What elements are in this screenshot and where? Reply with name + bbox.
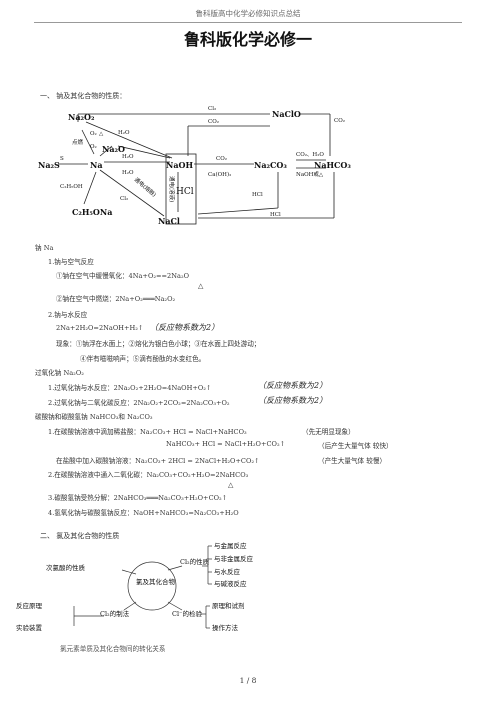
mind-apparatus: 实验装置	[16, 623, 43, 632]
carbonate-2: 2.在碳酸钠溶液中通入二氧化碳：Na₂CO₃+CO₂+H₂O=2NaHCO₃	[48, 471, 249, 479]
label-co2-right: CO₂	[334, 118, 345, 124]
peroxide-heading: 过氧化钠 Na₂O₂	[35, 369, 84, 377]
item-2-eq: 2Na+2H₂O=2NaOH+H₂↑	[56, 324, 144, 332]
carbonate-3-delta: △	[228, 481, 234, 489]
carbonate-1-line3: 在盐酸中加入碳酸钠溶液：Na₂CO₃+ 2HCl = 2NaCl+H₂O+CO₂…	[56, 457, 260, 465]
mind-hclo: 次氯酸的性质	[46, 563, 86, 572]
label-co2-top: CO₂	[208, 119, 219, 125]
peroxide-1: 1.过氧化钠与水反应：2Na₂O₂+2H₂O=4NaOH+O₂↑	[48, 384, 212, 392]
label-h2o-1: H₂O	[118, 130, 130, 136]
doc-header: 鲁科版高中化学必修知识点总结	[195, 9, 301, 18]
item-2: 2.钠与水反应	[48, 311, 88, 319]
item-1a: ①钠在空气中缓慢氧化：4Na+O₂==2Na₂O	[56, 272, 189, 280]
section-2-heading: 二、 氯及其化合物的性质	[40, 532, 120, 540]
node-na2o: Na₂O	[102, 144, 125, 154]
header-divider	[34, 22, 462, 23]
node-na2o2: Na₂O₂	[68, 112, 95, 122]
mind-center: 氯及其化合物	[136, 577, 176, 586]
sodium-reaction-diagram: Na₂O₂ Na₂O Na₂S Na NaOH NaClO Na₂CO₃ NaH…	[38, 100, 368, 230]
label-delta: △	[99, 131, 104, 137]
node-nahco3: NaHCO₃	[314, 160, 351, 170]
node-naclo: NaClO	[272, 109, 301, 119]
label-o2-2: O₂	[90, 144, 97, 150]
mind-cl2-prep: Cl₂的制法	[100, 609, 130, 618]
label-hcl-1: HCl	[252, 192, 263, 198]
label-cl2-top: Cl₂	[208, 106, 216, 112]
node-nacl: NaCl	[158, 216, 180, 226]
label-h2o-2: H₂O	[122, 154, 134, 160]
label-naoh-heat: NaOH或△	[296, 170, 324, 178]
mind-reagent: 原理和试剂	[212, 601, 245, 610]
item-1: 1.钠与空气反应	[48, 258, 94, 266]
carbonate-4: 4.氢氧化钠与碳酸氢钠反应：NaOH+NaHCO₃=Na₂CO₃+H₂O	[48, 509, 239, 517]
item-1b: ②钠在空气中燃烧：2Na+O₂═══Na₂O₂	[56, 295, 176, 303]
page-number: 1 / 8	[239, 676, 257, 685]
node-na: Na	[90, 160, 103, 170]
chlorine-mind-map: 氯及其化合物 次氯酸的性质 Cl₂的性质 与金属反应 与非金属反应 与水反应 与…	[16, 540, 300, 644]
mind-r3: 与水反应	[214, 567, 241, 576]
carbonate-1-line2: NaHCO₃+ HCl = NaCl+H₂O+CO₂↑	[166, 440, 286, 448]
mind-r1: 与金属反应	[214, 541, 247, 550]
label-caoh2: Ca(OH)₂	[208, 171, 231, 178]
mind-map-svg: 氯及其化合物 次氯酸的性质 Cl₂的性质 与金属反应 与非金属反应 与水反应 与…	[16, 541, 254, 632]
label-s: S	[60, 156, 64, 162]
node-hcl-box: HCl	[176, 187, 194, 197]
label-co2-h2o: CO₂、H₂O	[296, 152, 324, 158]
label-elec-molten: 通电(熔融)	[133, 175, 158, 198]
peroxide-1-note: （反应物系数为2）	[258, 381, 328, 390]
carbonate-1-line3-note: （产生大量气体 较慢）	[318, 457, 387, 465]
label-ignite: 点燃	[72, 138, 84, 146]
phenomena-line-1: 现象：①钠浮在水面上；②熔化为银白色小球；③在水面上四处游动；	[56, 340, 261, 348]
section-2-caption: 氯元素单质及其化合物间的转化关系	[60, 645, 166, 653]
item-1b-delta: △	[198, 282, 204, 290]
page-title: 鲁科版化学必修一	[183, 30, 312, 49]
item-2-note: （反应物系数为2）	[150, 323, 220, 332]
mind-cl-test: Cl⁻的检验	[172, 609, 202, 618]
node-c2h5ona: C₂H₅ONa	[72, 207, 112, 217]
label-h2o-3: H₂O	[122, 170, 134, 176]
node-na2s: Na₂S	[38, 160, 60, 170]
peroxide-2-note: （反应物系数为2）	[258, 396, 328, 405]
mind-r2: 与非金属反应	[214, 554, 254, 563]
peroxide-2: 2.过氧化钠与二氧化碳反应：2Na₂O₂+2CO₂=2Na₂CO₃+O₂	[48, 399, 230, 407]
mind-r4: 与碱液反应	[214, 579, 247, 588]
carbonate-1: 1.在碳酸钠溶液中滴加稀盐酸：Na₂CO₃+ HCl = NaCl+NaHCO₃	[48, 428, 247, 436]
section-1-heading: 一、 钠及其化合物的性质：	[40, 92, 127, 100]
mind-method: 操作方法	[212, 623, 239, 632]
carbonate-1-line2-note: （后产生大量气体 较快）	[318, 442, 393, 450]
mind-principle: 反应原理	[16, 601, 43, 610]
label-cl2-low: Cl₂	[120, 196, 128, 202]
label-elec-sol: 通电(溶液)	[168, 176, 176, 202]
carbonate-heading: 碳酸钠和碳酸氢钠 NaHCO₃和 Na₂CO₃	[35, 413, 153, 421]
node-naoh: NaOH	[166, 160, 193, 170]
label-o2-1: O₂	[90, 131, 97, 137]
label-hcl-2: HCl	[270, 212, 281, 218]
label-co2-mid: CO₂	[216, 156, 227, 162]
carbonate-1-note: （先无明显现象）	[302, 428, 355, 436]
node-na2co3: Na₂CO₃	[254, 160, 287, 170]
mind-cl2-prop: Cl₂的性质	[180, 557, 210, 566]
carbonate-3: 3.碳酸氢钠受热分解：2NaHCO₃═══Na₂CO₃+H₂O+CO₂↑	[48, 494, 228, 502]
diagram-svg: Na₂O₂ Na₂O Na₂S Na NaOH NaClO Na₂CO₃ NaH…	[38, 106, 351, 226]
label-c2h5oh: C₂H₅OH	[60, 184, 83, 190]
phenomena-line-2: ④伴有嗞嗞响声；⑤滴有酚酞的水变红色。	[80, 355, 206, 363]
na-heading: 钠 Na	[35, 244, 54, 252]
